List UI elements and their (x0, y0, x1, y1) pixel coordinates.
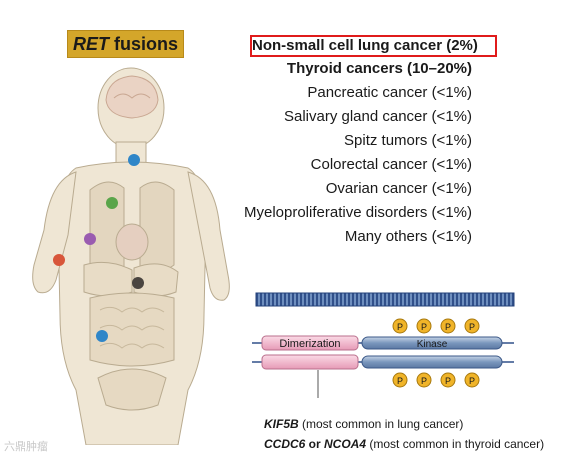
gene-name: RET (72, 33, 109, 54)
phospho-label: P (397, 322, 403, 332)
lung-right-shape (139, 181, 175, 274)
svg-text:P: P (469, 376, 475, 386)
legend-line-2: CCDC6 or NCOA4 (most common in thyroid c… (264, 437, 545, 451)
watermark: 六鼎肿瘤 (4, 441, 48, 453)
svg-text:P: P (445, 376, 451, 386)
svg-text:P: P (469, 322, 475, 332)
human-body-illustration (32, 67, 230, 445)
dimerization-label: Dimerization (279, 338, 340, 350)
lung-left-shape (89, 181, 125, 274)
legend-gene-ncoa4: NCOA4 (324, 437, 367, 451)
cancer-list: Non-small cell lung cancer (2%) Thyroid … (132, 35, 497, 249)
svg-text:P: P (421, 376, 427, 386)
svg-text:P: P (397, 376, 403, 386)
dot-pancreas (132, 277, 144, 289)
fusion-partner-legend: KIF5B (most common in lung cancer) CCDC6… (264, 414, 544, 454)
cancer-item-myeloproliferative: Myeloproliferative disorders (<1%) (243, 204, 472, 221)
dot-colon (96, 330, 108, 342)
cancer-item-pancreatic: Pancreatic cancer (<1%) (307, 84, 472, 101)
cancer-item-colorectal: Colorectal cancer (<1%) (310, 156, 472, 173)
cancer-item-ovarian: Ovarian cancer (<1%) (325, 180, 472, 197)
brain-shape (105, 75, 159, 119)
phospho-row-bottom: P P P P (392, 372, 480, 388)
dot-skin (53, 254, 65, 266)
legend-line-1: KIF5B (most common in lung cancer) (264, 417, 464, 431)
cancer-item-thyroid: Thyroid cancers (10–20%) (286, 60, 472, 77)
dot-thyroid (128, 154, 140, 166)
legend-gene-kif5b: KIF5B (264, 417, 299, 431)
dimerization-domain-top (261, 335, 359, 351)
dimerization-domain-bottom (261, 354, 359, 370)
cancer-item-others: Many others (<1%) (344, 228, 472, 245)
cancer-item-nsclc: Non-small cell lung cancer (2%) (250, 35, 497, 57)
ret-fusion-diagram: P P P P Dimerization Kinase P P P P (252, 292, 515, 398)
cancer-item-spitz: Spitz tumors (<1%) (344, 132, 472, 149)
phospho-row-top: P P P P (392, 318, 480, 334)
arm-left-shape (32, 171, 77, 294)
dot-breast (84, 233, 96, 245)
header-label: fusions (113, 33, 178, 54)
header-badge: RET fusions (67, 30, 184, 58)
legend-gene-ccdc6: CCDC6 (264, 437, 306, 451)
svg-text:P: P (421, 322, 427, 332)
cell-membrane (255, 292, 515, 307)
svg-text:P: P (445, 322, 451, 332)
cancer-item-salivary: Salivary gland cancer (<1%) (283, 108, 472, 125)
arm-right-shape (187, 171, 230, 301)
kinase-domain-bottom (361, 355, 503, 369)
kinase-label: Kinase (417, 339, 448, 350)
intestines-shape (89, 292, 175, 367)
dot-lung (106, 197, 118, 209)
kinase-domain-top (361, 336, 503, 350)
